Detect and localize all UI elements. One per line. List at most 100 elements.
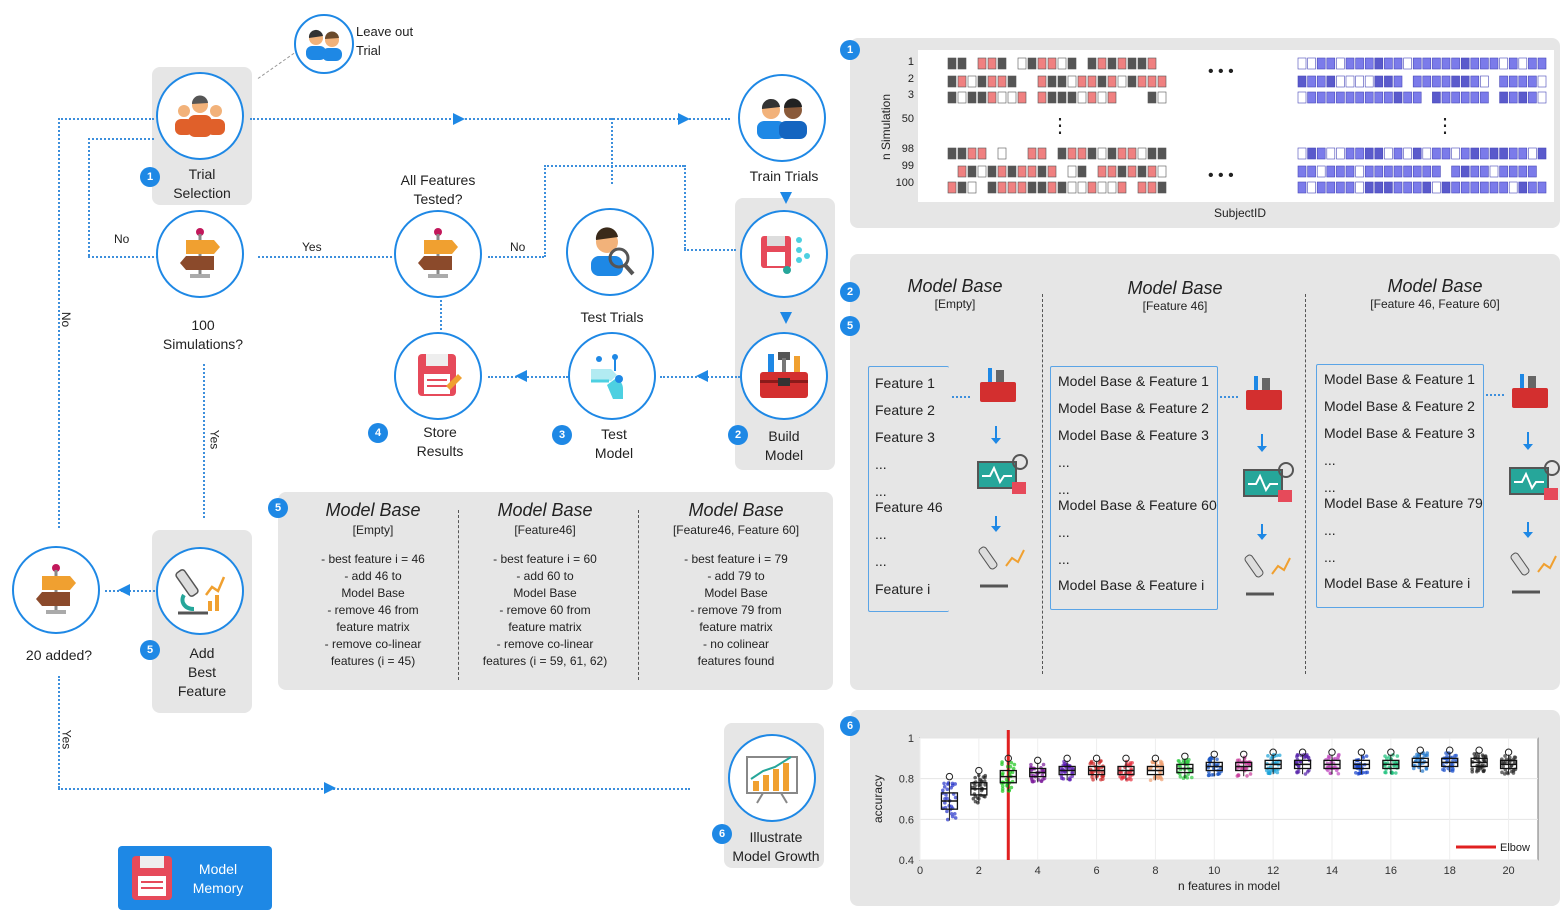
arrow-down-icon <box>780 192 792 204</box>
sim-cell <box>1037 165 1047 178</box>
sim-cell <box>1067 91 1077 104</box>
x-tick-label: 20 <box>1502 865 1514 877</box>
sim-cell <box>1355 147 1364 160</box>
sim-cell <box>1518 165 1528 178</box>
sim-cell <box>1137 75 1147 88</box>
store-results-icon[interactable] <box>394 332 482 420</box>
features-tested-decision-icon[interactable] <box>394 210 482 298</box>
sim-cell <box>1316 75 1326 88</box>
sim-cell <box>1470 57 1480 70</box>
data-point <box>1215 757 1219 762</box>
sim-cell <box>1355 57 1364 70</box>
sim-cell <box>1412 181 1422 194</box>
step-badge: 1 <box>840 40 860 60</box>
sim-cell <box>1451 75 1460 88</box>
build-model-toolbox-icon[interactable] <box>740 332 828 420</box>
sim-cell <box>1137 165 1147 178</box>
x-tick-label: 18 <box>1444 865 1456 877</box>
sim-cell <box>1067 147 1077 160</box>
sim-cell <box>1017 165 1027 178</box>
data-point <box>1295 753 1300 758</box>
y-tick-label: 0.4 <box>899 855 914 867</box>
sim-cell <box>1403 165 1412 178</box>
sim-cell <box>997 147 1007 160</box>
sim-cell <box>1441 181 1451 194</box>
sim-cell <box>1147 181 1157 194</box>
test-trials-icon[interactable] <box>566 208 654 296</box>
outlier <box>1151 754 1160 763</box>
step-badge: 4 <box>368 423 388 443</box>
data-point <box>1266 754 1270 758</box>
sim-cell <box>1307 75 1316 88</box>
feature-list-bracket <box>1050 366 1218 610</box>
sim-cell <box>1067 181 1077 194</box>
sim-cell <box>1393 147 1403 160</box>
sim-cell <box>1316 57 1326 70</box>
sim-cell <box>1499 75 1508 88</box>
sim-cell <box>1374 75 1384 88</box>
sim-cell <box>1528 147 1537 160</box>
sim-cell <box>967 147 977 160</box>
simulations-decision-icon[interactable] <box>156 210 244 298</box>
connector <box>684 249 736 251</box>
sim-cell <box>1057 147 1067 160</box>
data-point <box>1424 766 1429 771</box>
data-point <box>1395 754 1400 758</box>
sim-cell <box>1326 75 1336 88</box>
sim-cell <box>1297 57 1307 70</box>
sim-cell <box>1451 147 1460 160</box>
sim-cell <box>1412 57 1422 70</box>
sim-cell <box>1537 91 1547 104</box>
sim-cell <box>1403 91 1412 104</box>
add-best-feature-microscope-icon[interactable] <box>156 547 244 635</box>
outlier <box>975 766 983 775</box>
step-badge: 5 <box>268 498 288 518</box>
sim-cell <box>1077 75 1087 88</box>
sim-cell <box>1345 75 1355 88</box>
sim-cell <box>1097 91 1107 104</box>
step-badge: 6 <box>840 716 860 736</box>
sim-cell <box>1422 147 1432 160</box>
x-tick-label: 12 <box>1267 865 1279 877</box>
arrow-right-icon <box>324 782 336 794</box>
sim-cell <box>1355 91 1364 104</box>
sim-cell <box>1451 57 1460 70</box>
connector <box>58 788 690 790</box>
model-base-col-header: Model Base [Feature 46, Feature 60] <box>1350 276 1520 311</box>
sim-cell <box>967 75 977 88</box>
data-point <box>1268 771 1272 776</box>
sim-cell <box>1364 75 1374 88</box>
data-point <box>1009 785 1014 790</box>
trial-selection-icon[interactable] <box>156 72 244 160</box>
illustrate-growth-chart-icon[interactable] <box>728 734 816 822</box>
sim-cell <box>1432 57 1441 70</box>
twenty-added-decision-icon[interactable] <box>12 546 100 634</box>
sim-cell <box>1326 165 1336 178</box>
sim-cell <box>1077 181 1087 194</box>
test-model-icon[interactable] <box>568 332 656 420</box>
x-tick-label: 2 <box>976 865 982 877</box>
connector <box>88 138 90 256</box>
data-point <box>945 787 950 792</box>
leave-out-trial-icon[interactable] <box>294 14 354 74</box>
edge-label-yes: Yes <box>302 240 322 254</box>
train-trials-icon[interactable] <box>738 74 826 162</box>
outlier <box>1122 754 1130 763</box>
model-base-sub: [Feature 46] <box>1142 299 1208 313</box>
data-point <box>1295 770 1299 774</box>
outlier <box>1446 746 1454 754</box>
sim-xlabel: SubjectID <box>1213 206 1267 220</box>
sim-cell <box>1326 57 1336 70</box>
data-save-icon[interactable] <box>740 210 828 298</box>
connector <box>257 52 295 79</box>
data-point <box>1070 770 1075 775</box>
data-point <box>1480 753 1485 757</box>
sim-cell <box>977 165 987 178</box>
outlier <box>1210 750 1218 758</box>
sim-cell <box>1047 91 1057 104</box>
sim-cell <box>1432 147 1441 160</box>
